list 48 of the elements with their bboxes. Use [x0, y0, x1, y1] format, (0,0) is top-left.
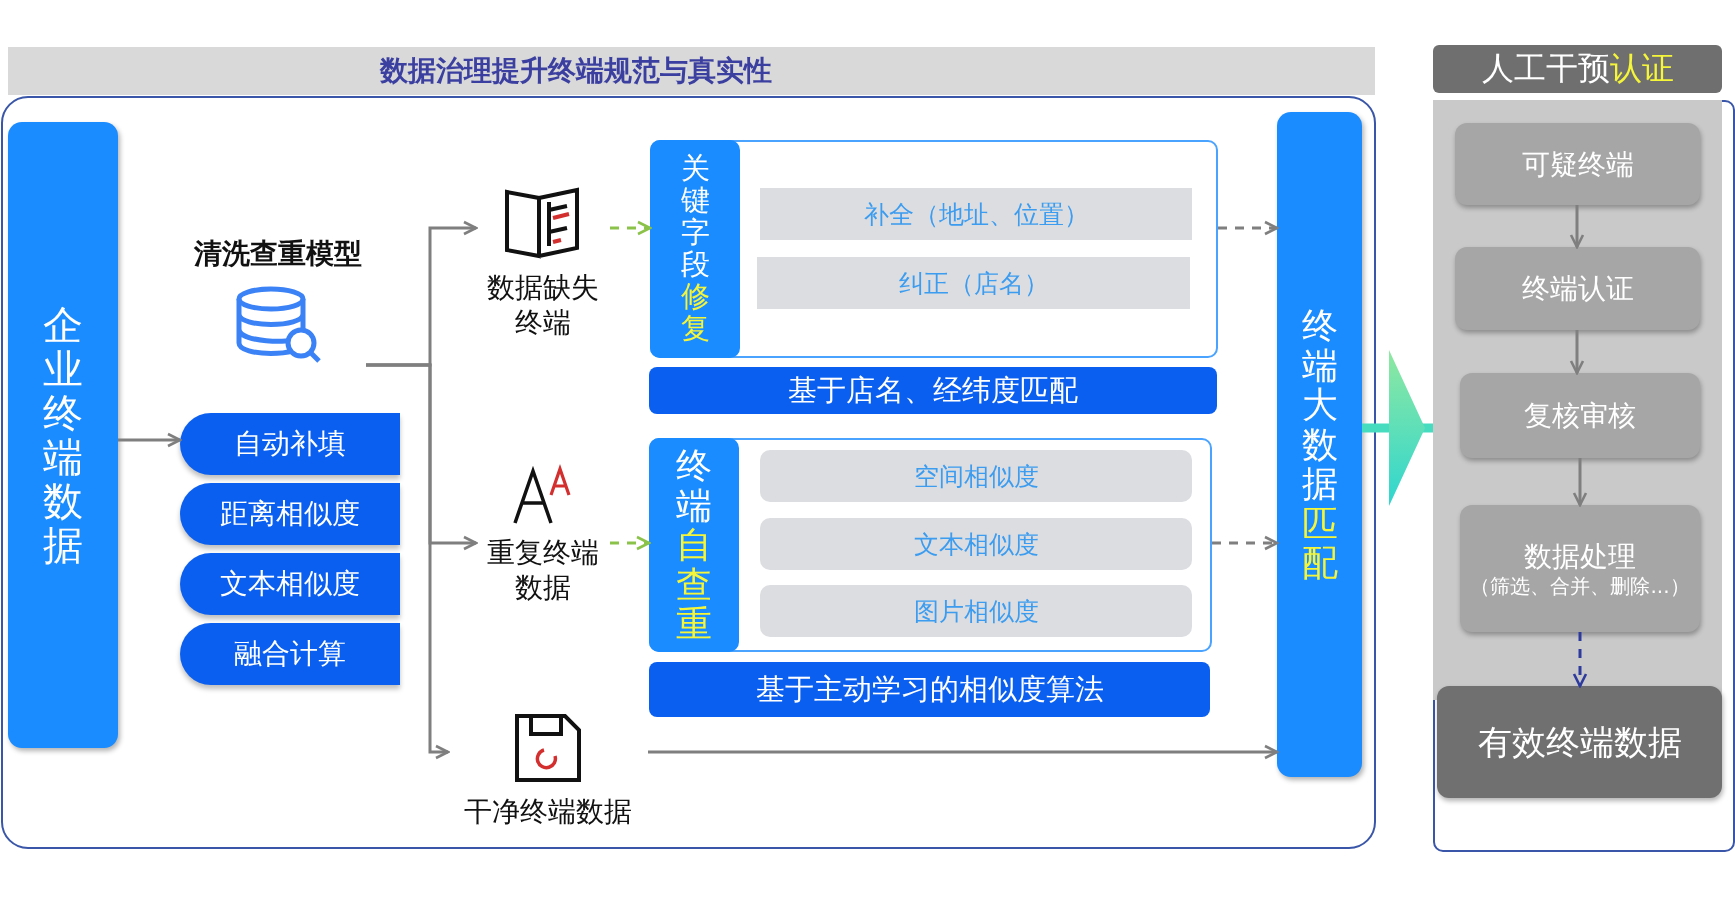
- vertical-title: 关键字段修复: [680, 153, 710, 345]
- arrow: [610, 535, 651, 551]
- step-box: [1455, 123, 1700, 205]
- data-label: 干净终端数据: [464, 794, 632, 829]
- method-pill: 距离相似度: [180, 483, 400, 545]
- step-title: 数据处理: [1523, 538, 1637, 574]
- method-pill: 自动补填: [180, 413, 400, 475]
- data-column: [8, 122, 118, 748]
- vertical-title: 终端自查重: [676, 446, 712, 644]
- vertical-label: 终端大数据匹配: [1301, 305, 1338, 584]
- step-box: [1455, 247, 1700, 330]
- arrow: [366, 363, 450, 760]
- method-pill: 文本相似度: [180, 553, 400, 615]
- group-box: [650, 140, 1218, 358]
- method-pill: 融合计算: [180, 623, 400, 685]
- arrow: [1212, 535, 1279, 551]
- criteria-bar: 纠正（店名）: [757, 257, 1190, 309]
- method-banner: 基于主动学习的相似度算法: [649, 662, 1210, 717]
- step-title: 复核审核: [1523, 398, 1637, 433]
- arrow: [648, 744, 1279, 760]
- arrow: [118, 432, 182, 448]
- criteria-bar: 补全（地址、位置）: [760, 188, 1192, 240]
- criteria-bar: 空间相似度: [760, 450, 1192, 502]
- step-title: 有效终端数据: [1476, 720, 1683, 764]
- step-title: 终端认证: [1520, 271, 1635, 306]
- arrow: [1569, 205, 1585, 249]
- group-box: [649, 438, 1212, 652]
- data-label: 数据缺失终端: [486, 270, 600, 340]
- vertical-label: 企业终端数据: [43, 303, 83, 567]
- data-label: 重复终端数据: [486, 535, 600, 605]
- data-column: [1277, 112, 1362, 777]
- arrow: [1569, 330, 1585, 375]
- criteria-bar: 文本相似度: [760, 518, 1192, 570]
- arrow: [1218, 220, 1279, 236]
- arrow: [1572, 632, 1588, 688]
- chevron-arrow: [1362, 350, 1433, 506]
- panel-title: 人工干预认证: [1433, 45, 1722, 93]
- arrow: [610, 220, 652, 236]
- criteria-bar: 图片相似度: [760, 585, 1192, 637]
- model-title: 清洗查重模型: [194, 236, 362, 271]
- step-box: [1460, 373, 1700, 458]
- method-banner: 基于店名、经纬度匹配: [649, 367, 1217, 414]
- diagram-title: 数据治理提升终端规范与真实性: [380, 53, 772, 89]
- result-box: [1437, 686, 1722, 798]
- step-box: [1460, 505, 1700, 632]
- step-title: 可疑终端: [1520, 146, 1635, 182]
- arrow: [1572, 458, 1588, 507]
- step-note: （筛选、合并、删除...）: [1469, 573, 1691, 599]
